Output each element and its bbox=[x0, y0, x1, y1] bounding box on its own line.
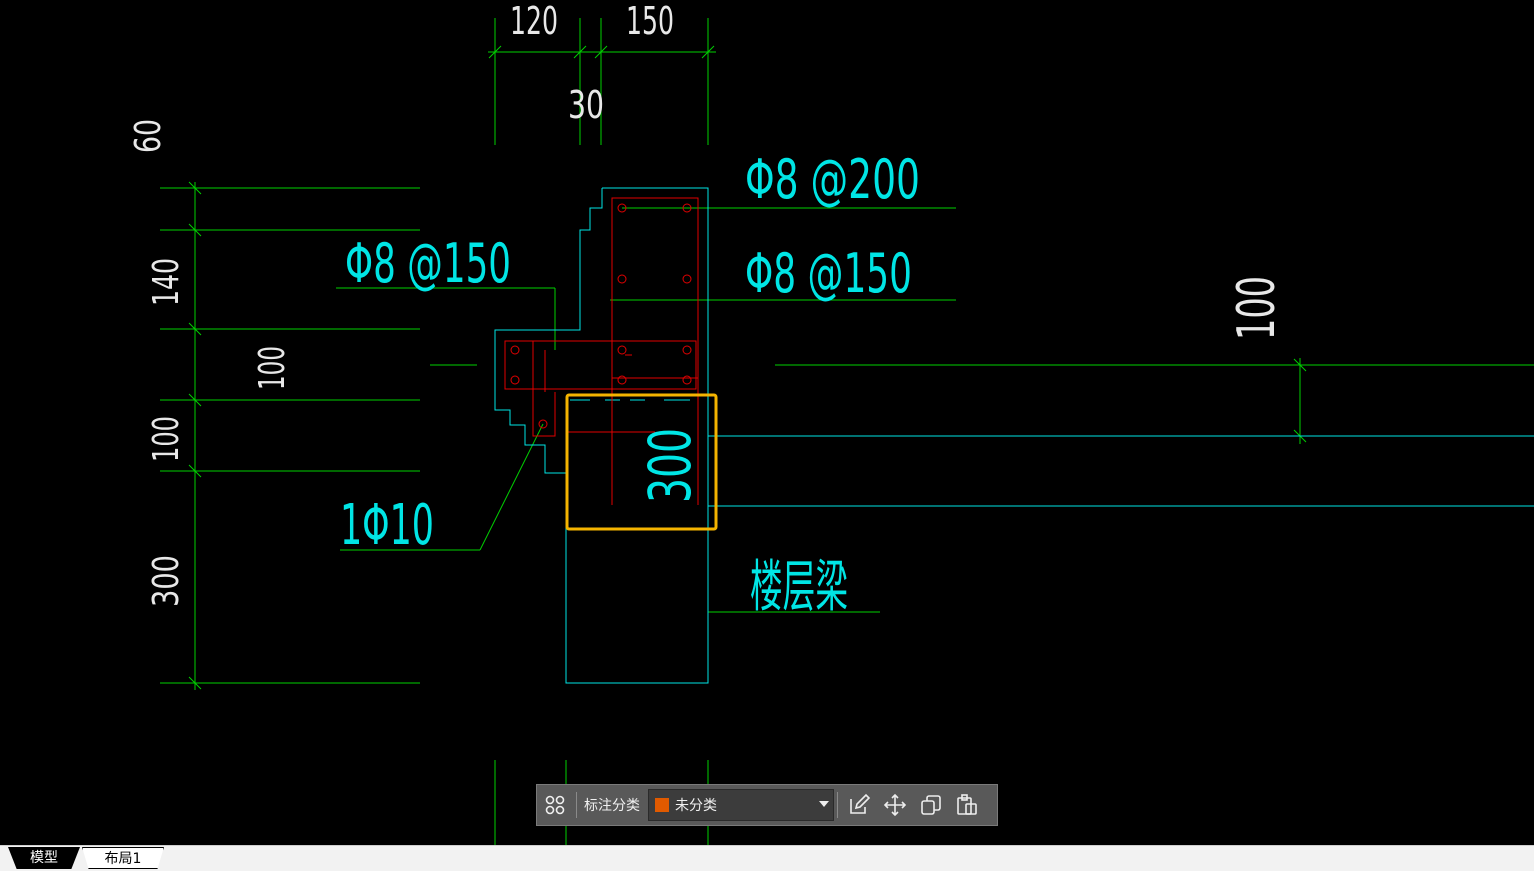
toolbar-separator bbox=[576, 792, 577, 818]
dim-text-left-100-b: 100 bbox=[146, 416, 187, 462]
rebar-lines bbox=[504, 197, 699, 505]
beam-outline bbox=[494, 187, 1534, 684]
cad-drawing-canvas[interactable]: 120 150 30 60 140 100 100 300 100 300 Φ8… bbox=[0, 0, 1534, 845]
dim-text-top-150: 150 bbox=[626, 0, 674, 43]
move-icon[interactable] bbox=[877, 787, 913, 823]
edit-icon[interactable] bbox=[841, 787, 877, 823]
rebar-dots bbox=[510, 203, 692, 429]
floor-beam-label: 楼层梁 bbox=[750, 555, 848, 620]
dim-text-left-100-a: 100 bbox=[252, 346, 293, 390]
tab-model[interactable]: 模型 bbox=[8, 847, 80, 869]
selection-highlight[interactable] bbox=[565, 393, 718, 531]
cad-drawing: 120 150 30 60 140 100 100 300 100 300 Φ8… bbox=[128, 0, 1534, 845]
dim-text-right-100: 100 bbox=[1227, 276, 1287, 340]
annotation-toolbar: 标注分类 未分类 bbox=[536, 784, 998, 826]
rebar-label-left: Φ8 @150 bbox=[345, 232, 511, 295]
dim-text-left-300: 300 bbox=[146, 555, 187, 607]
dim-text-top-120: 120 bbox=[510, 0, 558, 43]
toolbar-separator bbox=[837, 792, 838, 818]
copy-icon[interactable] bbox=[913, 787, 949, 823]
rebar-label-right: Φ8 @150 bbox=[745, 242, 912, 305]
rebar-label-single: 1Φ10 bbox=[340, 493, 434, 558]
grid-icon[interactable] bbox=[537, 787, 573, 823]
rebar-label-top: Φ8 @200 bbox=[745, 148, 920, 211]
layout-tab-bar: 模型 布局1 bbox=[0, 845, 1534, 871]
dimension-lines bbox=[160, 18, 1534, 845]
paste-icon[interactable] bbox=[949, 787, 985, 823]
annotation-category-label: 标注分类 bbox=[584, 798, 640, 814]
beam-height-text: 300 bbox=[636, 428, 704, 503]
chevron-down-icon bbox=[819, 801, 829, 807]
dim-text-left-140: 140 bbox=[146, 258, 187, 306]
dim-text-top-30: 30 bbox=[568, 83, 604, 127]
dim-text-left-60: 60 bbox=[128, 119, 169, 153]
category-color-swatch bbox=[655, 798, 669, 812]
category-select-value: 未分类 bbox=[675, 798, 717, 814]
tab-layout1[interactable]: 布局1 bbox=[82, 847, 164, 869]
annotation-category-select[interactable]: 未分类 bbox=[648, 789, 834, 821]
